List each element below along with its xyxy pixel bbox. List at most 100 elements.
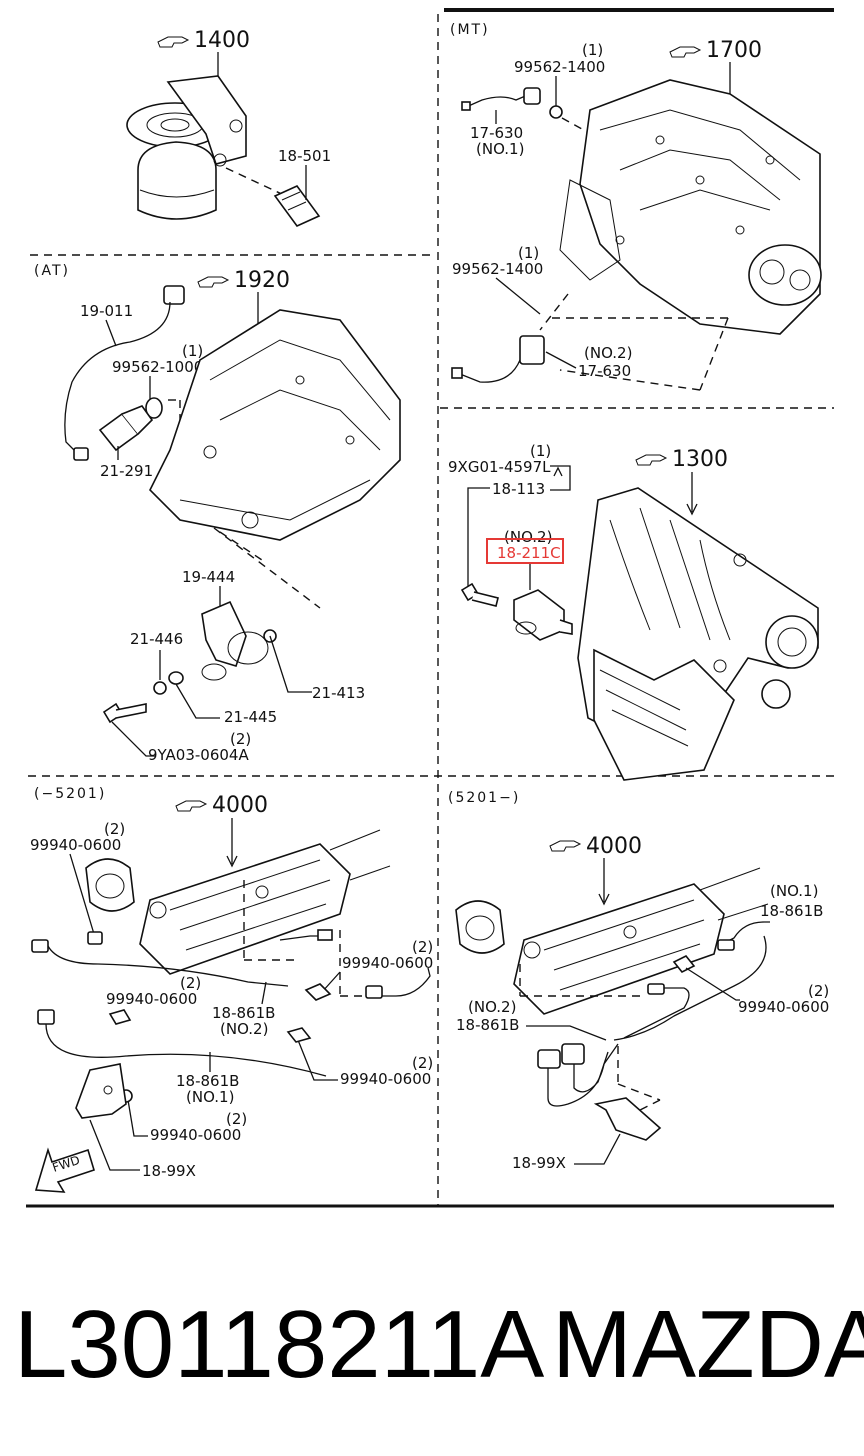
tag-17-630-no1: (NO.1) [476, 140, 524, 158]
fwd-arrow-icon: FWD [34, 1147, 95, 1193]
label-18-211c[interactable]: 18-211C [497, 544, 561, 562]
label-99940-0600-b[interactable]: 99940-0600 [342, 954, 433, 972]
label-9ya03-0604a[interactable]: 9YA03-0604A [148, 746, 249, 764]
tag-18-861b-no1-right: (NO.1) [770, 882, 818, 900]
parts-diagram: (MT) (AT) (−5201) (5201−) 1400 18-501 [26, 8, 834, 1208]
label-17-630-no1[interactable]: 17-630 [470, 124, 523, 142]
label-99562-1000[interactable]: 99562-1000 [112, 358, 203, 376]
label-18-861b-no2-right[interactable]: 18-861B [456, 1016, 519, 1034]
catalytic-converter-right-drawing [455, 867, 769, 1015]
section-after-5201-label: (5201−) [448, 790, 520, 806]
automatic-transmission-drawing [149, 309, 401, 541]
label-21-445[interactable]: 21-445 [224, 708, 277, 726]
section-at-label: (AT) [34, 263, 70, 279]
label-18-99x-right[interactable]: 18-99X [512, 1154, 566, 1172]
sensor-18-211c-drawing[interactable] [513, 589, 573, 641]
label-18-113[interactable]: 18-113 [492, 480, 545, 498]
ref-pointer-1400[interactable]: 1400 [157, 28, 250, 53]
harness-connectors-right-drawing[interactable] [537, 1043, 619, 1107]
ref-1920: 1920 [234, 268, 290, 293]
label-18-99x-left[interactable]: 18-99X [142, 1162, 196, 1180]
label-18-861b-no1-left[interactable]: 18-861B [176, 1072, 239, 1090]
hand-pointer-icon [549, 840, 582, 852]
label-19-444[interactable]: 19-444 [182, 568, 235, 586]
label-21-291[interactable]: 21-291 [100, 462, 153, 480]
qty-99940-d: (2) [412, 1054, 433, 1072]
sensor-21-291-drawing[interactable] [98, 405, 154, 452]
qty-99562-1400-a: (1) [582, 41, 603, 59]
hand-pointer-icon [197, 276, 230, 288]
label-9xg01-4597l[interactable]: 9XG01-4597L [448, 458, 551, 476]
label-18-861b-no1-right[interactable]: 18-861B [760, 902, 823, 920]
label-19-011[interactable]: 19-011 [80, 302, 133, 320]
ref-pointer-1300[interactable]: 1300 [635, 447, 728, 472]
tag-17-630-no2: (NO.2) [584, 344, 632, 362]
qty-99940-b: (2) [412, 938, 433, 956]
qty-99562-1000: (1) [182, 342, 203, 360]
label-21-446[interactable]: 21-446 [130, 630, 183, 648]
qty-99562-1400-b: (1) [518, 244, 539, 262]
qty-99940-a: (2) [104, 820, 125, 838]
hand-pointer-icon [635, 454, 668, 466]
qty-99940-c: (2) [180, 974, 201, 992]
qty-9xg01: (1) [530, 442, 551, 460]
tag-18-861b-no1-left: (NO.1) [186, 1088, 234, 1106]
harness-18-861b-no1-left-drawing[interactable] [37, 1009, 327, 1077]
label-99940-0600-e[interactable]: 99940-0600 [150, 1126, 241, 1144]
panel-4000-before-5201: 4000 (2) 99940-0600 (2) 99940-0600 [30, 793, 433, 1193]
tag-18-211c: (NO.2) [504, 528, 552, 546]
label-21-413[interactable]: 21-413 [312, 684, 365, 702]
panel-dividers [26, 8, 834, 1208]
transfer-case-drawing [126, 75, 287, 220]
qty-99940-e: (2) [226, 1110, 247, 1128]
qty-99940-right: (2) [808, 982, 829, 1000]
sensor-19-444-drawing[interactable] [201, 600, 277, 681]
tag-18-861b-no2-right: (NO.2) [468, 998, 516, 1016]
label-99562-1400-a[interactable]: 99562-1400 [514, 58, 605, 76]
hand-pointer-icon [157, 36, 190, 48]
ref-1300: 1300 [672, 447, 728, 472]
part-footer: L30118211A MAZDA [0, 1290, 864, 1410]
label-99940-0600-d[interactable]: 99940-0600 [340, 1070, 431, 1088]
label-99940-0600-c[interactable]: 99940-0600 [106, 990, 197, 1008]
highlight-box-18-211c[interactable] [486, 538, 564, 564]
bolt-9ya03-drawing[interactable] [102, 702, 147, 724]
sensor-18-501-drawing[interactable] [273, 185, 321, 227]
ref-pointer-4000-a[interactable]: 4000 [175, 793, 268, 818]
label-99562-1400-b[interactable]: 99562-1400 [452, 260, 543, 278]
panel-1700: (1) 99562-1400 1700 17-630 (NO.1) [451, 38, 822, 391]
ref-pointer-1700[interactable]: 1700 [669, 38, 762, 63]
ref-1700: 1700 [706, 38, 762, 63]
ref-4000-b: 4000 [586, 834, 642, 859]
hand-pointer-icon [175, 800, 208, 812]
ref-4000-a: 4000 [212, 793, 268, 818]
intake-manifold-drawing [577, 487, 819, 781]
ref-pointer-4000-b[interactable]: 4000 [549, 834, 642, 859]
hand-pointer-icon [669, 46, 702, 58]
sensor-17-630-no2-drawing[interactable] [451, 335, 545, 383]
panel-1920: 1920 19-011 (1) 99562-1000 21-291 [64, 268, 401, 764]
ref-1400: 1400 [194, 28, 250, 53]
section-mt-label: (MT) [450, 22, 490, 38]
qty-9ya03: (2) [230, 730, 251, 748]
bracket-18-99x-left-drawing[interactable] [75, 1063, 127, 1119]
label-99940-0600-a[interactable]: 99940-0600 [30, 836, 121, 854]
brand-name: MAZDA [552, 1291, 864, 1398]
harness-18-861b-no2-left-drawing[interactable] [31, 929, 333, 987]
label-18-501[interactable]: 18-501 [278, 147, 331, 165]
manual-transmission-drawing [559, 79, 822, 335]
panel-1400: 1400 18-501 [126, 28, 331, 227]
harness-19-011-drawing[interactable] [64, 285, 185, 461]
harness-17-630-no1-drawing[interactable] [461, 87, 541, 111]
panel-4000-after-5201: 4000 (NO.1) 18-861B (2) 99940-0600 (NO.2… [455, 834, 829, 1172]
bolt-18-113-drawing[interactable] [460, 582, 499, 607]
label-18-861b-no2-left[interactable]: 18-861B [212, 1004, 275, 1022]
bracket-18-99x-right-drawing[interactable] [593, 1097, 662, 1141]
part-number: L30118211A [14, 1291, 545, 1398]
panel-1300: (1) 9XG01-4597L 18-113 1300 (NO.2) 18-21… [448, 442, 819, 781]
label-99940-0600-right[interactable]: 99940-0600 [738, 998, 829, 1016]
label-17-630-no2[interactable]: 17-630 [578, 362, 631, 380]
catalytic-converter-drawing [85, 829, 391, 975]
tag-18-861b-no2-left: (NO.2) [220, 1020, 268, 1038]
ref-pointer-1920[interactable]: 1920 [197, 268, 290, 293]
